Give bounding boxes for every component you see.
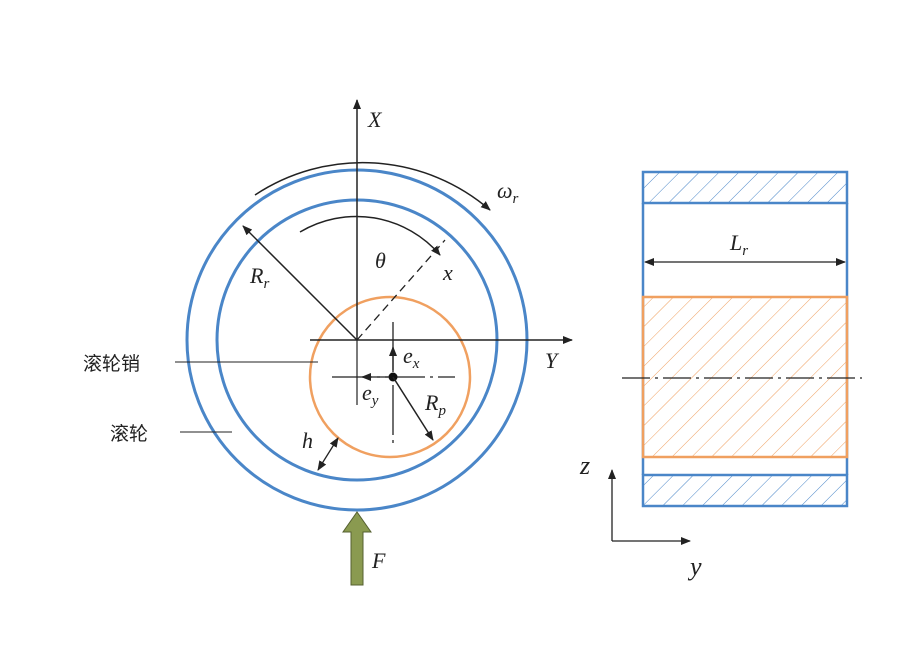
svg-text:y: y — [687, 552, 702, 581]
svg-text:θ: θ — [375, 248, 386, 273]
svg-text:z: z — [579, 451, 590, 480]
roller-section-top — [641, 170, 849, 205]
theta-arc — [299, 215, 441, 256]
svg-text:ex: ex — [403, 343, 420, 372]
svg-text:Lr: Lr — [729, 230, 748, 259]
roller-section-bottom — [641, 473, 849, 508]
radius-rp-line — [392, 376, 434, 441]
radius-r-line — [242, 225, 358, 341]
svg-text:x: x — [442, 260, 453, 285]
svg-text:X: X — [367, 107, 383, 132]
h-arrow — [317, 437, 339, 471]
svg-text:h: h — [302, 428, 313, 453]
pin-label: 滚轮销 — [83, 353, 140, 375]
pin-circle — [308, 295, 472, 459]
svg-text:ey: ey — [362, 380, 379, 409]
svg-text:Y: Y — [545, 348, 560, 373]
omega-arc — [254, 161, 491, 211]
force-arrow — [342, 511, 372, 586]
svg-text:F: F — [371, 548, 386, 573]
roller-label: 滚轮 — [110, 423, 148, 445]
pin-section — [641, 295, 849, 459]
svg-text:ωr: ωr — [497, 178, 519, 207]
svg-text:Rr: Rr — [249, 263, 269, 292]
svg-text:Rp: Rp — [424, 390, 446, 419]
